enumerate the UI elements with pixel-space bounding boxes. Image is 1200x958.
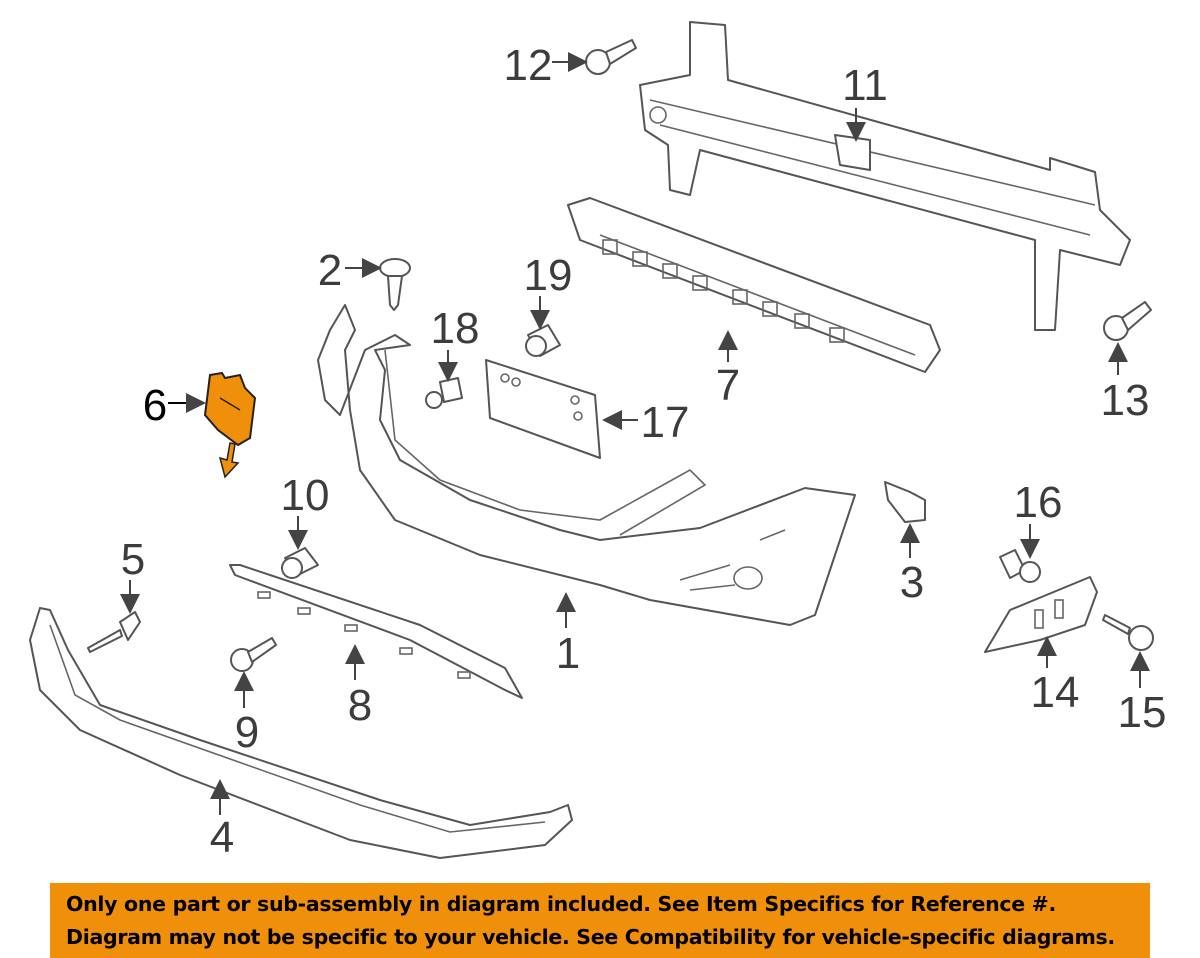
callout-4: 4 — [210, 779, 234, 862]
part-15-screw — [1102, 614, 1154, 651]
part-2-screw — [379, 258, 411, 311]
callout-number: 16 — [1014, 478, 1063, 527]
callout-7: 7 — [716, 330, 740, 410]
part-16-clip — [999, 549, 1041, 583]
part-14-bracket — [984, 576, 1098, 653]
disclaimer-banner: Only one part or sub-assembly in diagram… — [50, 883, 1150, 958]
callout-8: 8 — [345, 644, 372, 730]
callout-5: 5 — [120, 535, 145, 614]
callout-number: 11 — [842, 61, 888, 110]
part-9-bolt — [230, 637, 277, 672]
callout-number: 10 — [281, 471, 330, 520]
callout-11: 11 — [842, 61, 888, 142]
callout-3: 3 — [900, 523, 924, 607]
part-10-clip — [281, 547, 319, 579]
part-13-bolt — [1103, 301, 1152, 341]
disclaimer-line-2: Diagram may not be specific to your vehi… — [66, 925, 1115, 949]
callout-number: 6 — [143, 381, 167, 430]
callout-number: 18 — [431, 304, 480, 353]
callout-number: 19 — [524, 251, 573, 300]
callout-6: 6 — [143, 381, 206, 430]
part-7-absorber — [567, 197, 941, 373]
callout-number: 14 — [1031, 668, 1080, 717]
callout-10: 10 — [281, 471, 330, 550]
callout-13: 13 — [1101, 342, 1150, 425]
callout-number: 4 — [210, 813, 234, 862]
callout-9: 9 — [234, 671, 259, 757]
callout-15: 15 — [1118, 651, 1167, 737]
callout-number: 17 — [641, 398, 690, 447]
callout-number: 1 — [556, 629, 580, 678]
callout-2: 2 — [318, 246, 382, 295]
callout-18: 18 — [431, 304, 480, 382]
part-1-bumper-cover — [317, 304, 856, 626]
callout-14: 14 — [1031, 636, 1080, 717]
callout-number: 5 — [121, 535, 145, 584]
callout-number: 13 — [1101, 376, 1150, 425]
callout-number: 9 — [235, 708, 259, 757]
part-6-highlighted — [203, 371, 257, 479]
part-18-pin — [425, 377, 463, 409]
part-8-strip — [229, 564, 523, 699]
part-3-bracket — [884, 481, 926, 523]
callout-16: 16 — [1014, 478, 1063, 559]
callout-number: 12 — [504, 41, 553, 90]
callouts: 12 11 2 19 18 6 17 7 13 10 16 3 5 1 14 1… — [120, 41, 1167, 862]
callout-number: 7 — [716, 361, 740, 410]
part-12-bolt — [585, 39, 637, 75]
callout-number: 2 — [318, 246, 342, 295]
part-4-lip-spoiler — [29, 607, 573, 859]
callout-number: 3 — [900, 558, 924, 607]
callout-number: 8 — [348, 681, 372, 730]
callout-19: 19 — [524, 251, 573, 330]
disclaimer-line-1: Only one part or sub-assembly in diagram… — [66, 892, 1057, 916]
callout-number: 15 — [1118, 688, 1167, 737]
part-17-license-bracket — [485, 359, 601, 459]
part-5-rivet — [87, 611, 141, 653]
callout-12: 12 — [504, 41, 588, 90]
part-11-reinforcement — [639, 21, 1131, 331]
part-19-clip — [525, 324, 561, 357]
callout-17: 17 — [602, 398, 690, 447]
callout-1: 1 — [556, 592, 580, 678]
